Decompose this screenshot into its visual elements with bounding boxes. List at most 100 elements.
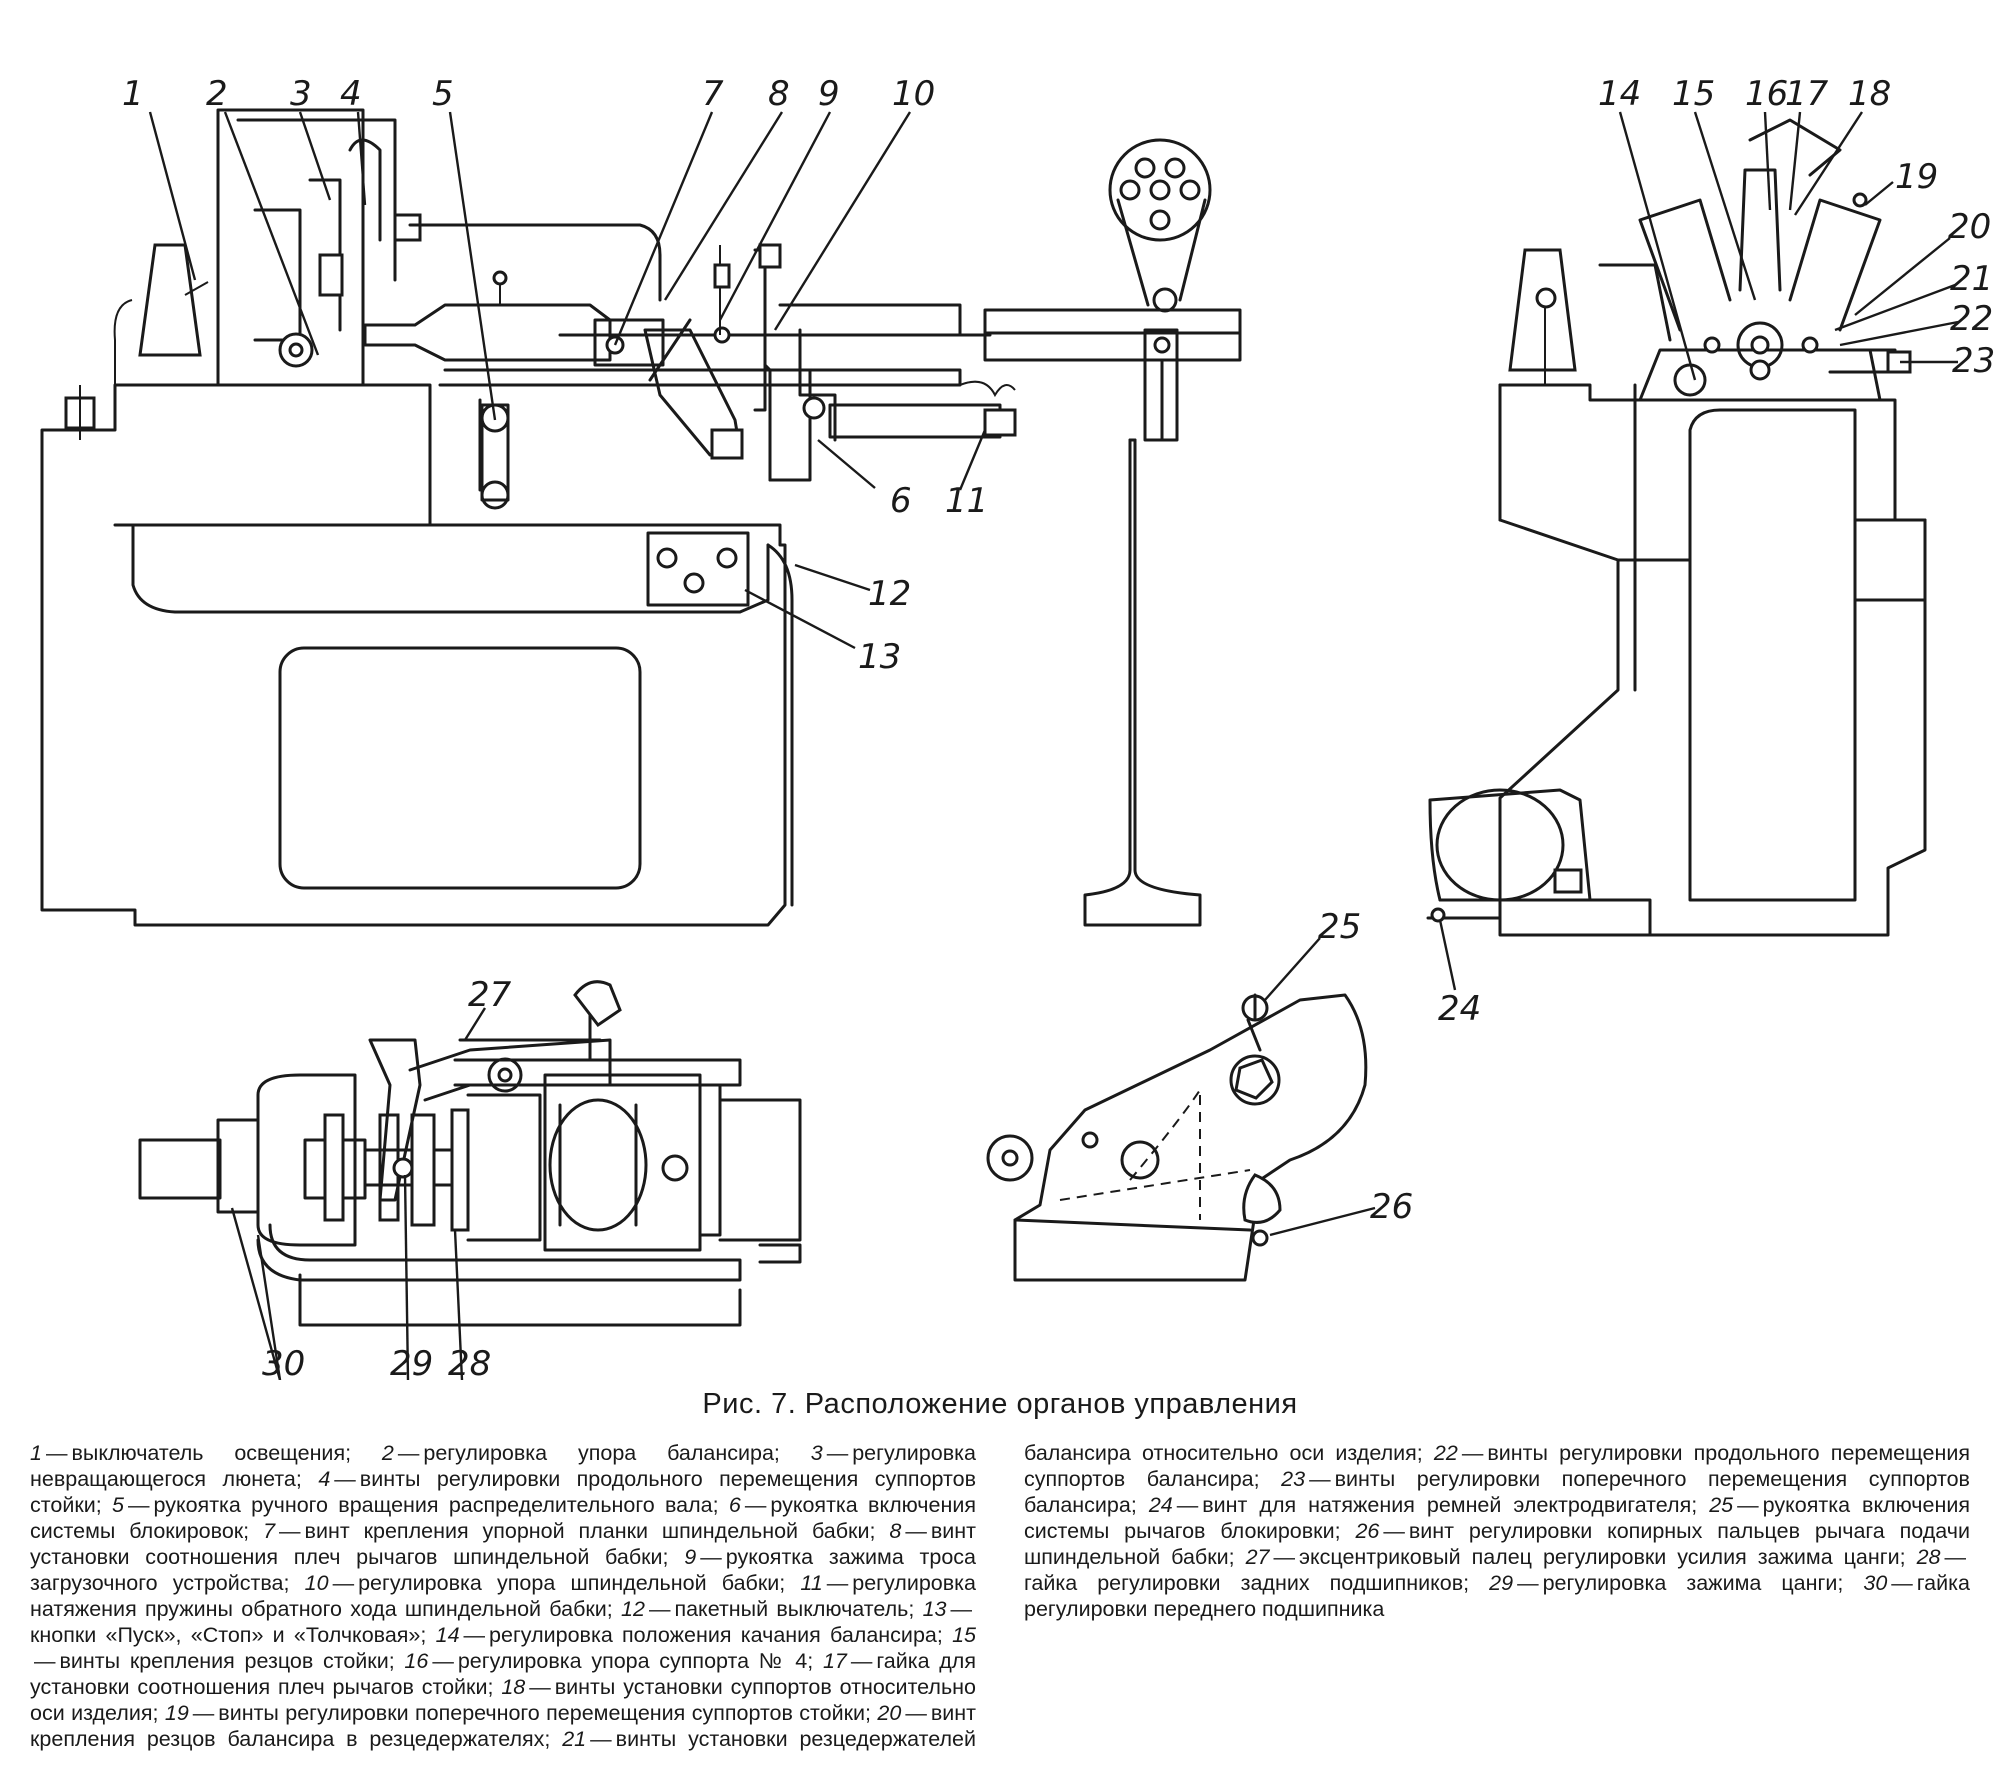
- legend-item-text: винты установки суппортов относительно о…: [30, 1675, 976, 1725]
- legend-item: 21—винты установки резцедержателей балан…: [562, 1441, 1423, 1751]
- legend-item-number: 23: [1281, 1467, 1306, 1491]
- legend-item-text: кнопки «Пуск», «Стоп» и «Толчковая»;: [30, 1623, 427, 1647]
- legend-item-number: 17: [822, 1649, 847, 1673]
- machine-diagram: 1 2 3 4 5 7 8 9 10 6 11 12 13 14 15 16 1…: [40, 74, 1995, 1380]
- legend-item-number: 7: [263, 1519, 276, 1543]
- legend-item: 11—регулировка натяжения пружины обратно…: [30, 1571, 977, 1621]
- legend-item-number: 28: [1916, 1545, 1941, 1569]
- callout-11: 11: [945, 481, 988, 521]
- legend-item-number: 8: [889, 1519, 902, 1543]
- legend-item: 1—выключатель освещения;: [30, 1441, 352, 1465]
- callout-27: 27: [468, 975, 512, 1015]
- legend-item: 14—регулировка положения качания баланси…: [435, 1623, 943, 1647]
- legend-item: 27—эксцентриковый палец регулировки усил…: [1245, 1545, 1906, 1569]
- callout-16: 16: [1745, 74, 1788, 114]
- legend-item-text: регулировка зажима цанги;: [1542, 1571, 1844, 1595]
- legend-item-text: регулировка упора шпиндельной бабки;: [358, 1571, 786, 1595]
- legend-item-text: гайка регулировки переднего подшипника: [1024, 1571, 1970, 1621]
- legend-item: 4—винты регулировки продольного перемеще…: [30, 1467, 976, 1517]
- callout-7: 7: [702, 74, 724, 114]
- legend-item-text: винт крепления упорной планки шпиндельно…: [304, 1519, 876, 1543]
- callout-25: 25: [1318, 907, 1361, 947]
- legend-item: 7—винт крепления упорной планки шпиндель…: [263, 1519, 876, 1543]
- legend-item-number: 4: [318, 1467, 331, 1491]
- legend-item-text: регулировка невращающегося люнета;: [30, 1441, 976, 1491]
- side-view: [1426, 118, 1927, 937]
- callout-21: 21: [1950, 259, 1993, 299]
- callout-13: 13: [858, 637, 901, 677]
- legend-item: 5—рукоятка ручного вращения распределите…: [112, 1493, 719, 1517]
- legend-item-text: винт установки соотношения плеч рычагов …: [30, 1519, 976, 1569]
- legend-item: 20—винт крепления резцов балансира в рез…: [30, 1701, 976, 1751]
- legend-item-number: 18: [501, 1675, 526, 1699]
- legend-item-number: 14: [435, 1623, 460, 1647]
- legend-item: 30—гайка регулировки переднего подшипник…: [1024, 1571, 1970, 1621]
- legend-item-number: 24: [1148, 1493, 1173, 1517]
- legend-item: 26—винт регулировки копирных пальцев рыч…: [1024, 1519, 1970, 1569]
- figure-caption: Рис. 7. Расположение органов управления: [702, 1388, 1298, 1420]
- legend-item-number: 3: [810, 1441, 823, 1465]
- legend-item-text: винты установки резцедержателей балансир…: [615, 1441, 1423, 1751]
- legend-item-number: 10: [304, 1571, 329, 1595]
- legend-item-text: регулировка упора суппорта № 4;: [457, 1649, 814, 1673]
- legend-item-text: регулировка упора балансира;: [423, 1441, 780, 1465]
- legend-item-text: рукоятка включения системы рычагов блоки…: [1024, 1493, 1970, 1543]
- callout-6: 6: [890, 481, 912, 521]
- legend-item: 24—винт для натяжения ремней электродвиг…: [1148, 1493, 1698, 1517]
- legend-item-text: эксцентриковый палец регулировки усилия …: [1299, 1545, 1906, 1569]
- callout-20: 20: [1948, 207, 1991, 247]
- legend-item: 6—рукоятка включения системы блокировок;: [30, 1493, 976, 1543]
- callout-29: 29: [390, 1344, 433, 1380]
- legend-item-text: рукоятка включения системы блокировок;: [30, 1493, 976, 1543]
- legend-item: 9—рукоятка зажима троса загрузочного уст…: [30, 1545, 976, 1595]
- legend-item-text: гайка регулировки задних подшипников;: [1024, 1571, 1470, 1595]
- legend-item: 25—рукоятка включения системы рычагов бл…: [1024, 1493, 1970, 1543]
- legend-item-text: винт регулировки копирных пальцев рычага…: [1024, 1519, 1970, 1569]
- callout-numbers: 1 2 3 4 5 7 8 9 10 6 11 12 13 14 15 16 1…: [122, 74, 1995, 1380]
- legend-item-text: винты регулировки продольного перемещени…: [30, 1467, 976, 1517]
- legend-item-text: винты регулировки поперечного перемещени…: [1024, 1467, 1970, 1517]
- legend-item-text: винт для натяжения ремней электродвигате…: [1202, 1493, 1698, 1517]
- legend-item-text: рукоятка ручного вращения распределитель…: [153, 1493, 719, 1517]
- legend-text: 1—выключатель освещения; 2—регулировка у…: [30, 1440, 1970, 1770]
- legend-item: 8—винт установки соотношения плеч рычаго…: [30, 1519, 976, 1569]
- legend-item-text: винты регулировки поперечного перемещени…: [218, 1701, 872, 1725]
- legend-item-number: 29: [1489, 1571, 1514, 1595]
- legend-item: 23—винты регулировки поперечного перемещ…: [1024, 1467, 1970, 1517]
- callout-18: 18: [1848, 74, 1891, 114]
- legend-item-number: 13: [922, 1597, 947, 1621]
- callout-9: 9: [818, 74, 840, 114]
- callout-17: 17: [1785, 74, 1829, 114]
- legend-item: 16—регулировка упора суппорта № 4;: [404, 1649, 814, 1673]
- legend-item-number: 9: [684, 1545, 697, 1569]
- legend-item-number: 25: [1709, 1493, 1734, 1517]
- callout-26: 26: [1370, 1187, 1413, 1227]
- legend-item-number: 11: [800, 1571, 823, 1595]
- callout-30: 30: [262, 1344, 305, 1380]
- legend-item: 22—винты регулировки продольного перемещ…: [1024, 1441, 1970, 1491]
- legend-item-number: 6: [728, 1493, 741, 1517]
- legend-item-number: 30: [1863, 1571, 1888, 1595]
- legend-item-number: 20: [877, 1701, 902, 1725]
- cam-view: [986, 993, 1368, 1282]
- legend-item-text: гайка для установки соотношения плеч рыч…: [30, 1649, 976, 1699]
- legend-item: 19—винты регулировки поперечного перемещ…: [164, 1701, 872, 1725]
- legend-item: 2—регулировка упора балансира;: [381, 1441, 780, 1465]
- legend-item-number: 26: [1355, 1519, 1380, 1543]
- legend-item-number: 16: [404, 1649, 429, 1673]
- loader-stand: [983, 138, 1242, 927]
- front-view: [40, 108, 1017, 927]
- callout-1: 1: [122, 74, 144, 114]
- callout-22: 22: [1950, 299, 1993, 339]
- legend-item: 18—винты установки суппортов относительн…: [30, 1675, 976, 1725]
- callout-10: 10: [892, 74, 935, 114]
- legend-item-text: регулировка положения качания балансира;: [489, 1623, 943, 1647]
- legend-item-text: винт крепления резцов балансира в резцед…: [30, 1701, 976, 1751]
- legend-item: 17—гайка для установки соотношения плеч …: [30, 1649, 976, 1699]
- legend-item-number: 15: [952, 1623, 976, 1647]
- legend-item-text: рукоятка зажима троса загрузочного устро…: [30, 1545, 976, 1595]
- legend-item-number: 5: [112, 1493, 124, 1517]
- legend-item: 28—гайка регулировки задних подшипников;: [1024, 1545, 1966, 1595]
- spindle-view: [138, 980, 802, 1327]
- legend-item-number: 1: [30, 1441, 42, 1465]
